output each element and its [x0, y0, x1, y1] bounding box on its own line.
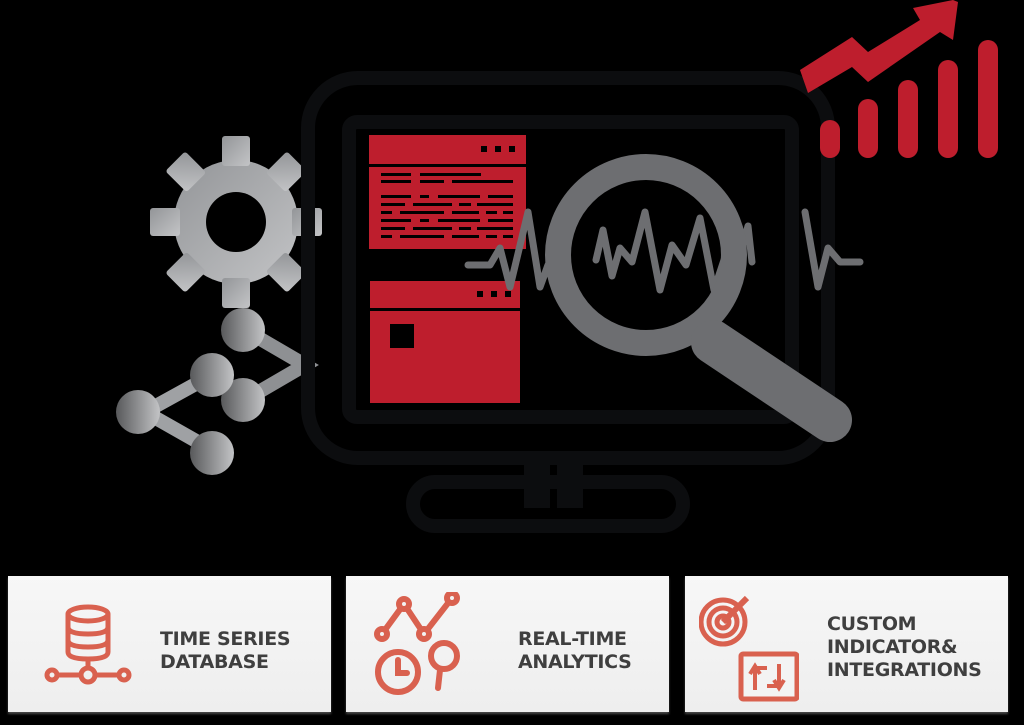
code-window: [369, 135, 526, 249]
share-network-icon: [116, 308, 319, 475]
feature-card-time-series-database[interactable]: TIME SERIES DATABASE: [8, 576, 331, 712]
analytics-clock-search-icon: [374, 592, 460, 695]
feature-card-custom-indicator-integrations[interactable]: CUSTOM INDICATOR& INTEGRATIONS: [685, 576, 1008, 712]
target-sync-icon: [699, 595, 799, 702]
growth-chart-arrow-icon: [800, 0, 998, 158]
monitor-icon: [301, 71, 835, 533]
feature-label: REAL-TIME ANALYTICS: [518, 628, 632, 673]
magnifier-icon: [545, 154, 852, 442]
waveform-signal: [464, 208, 864, 294]
panel-window: [370, 281, 520, 403]
gear-icon: [150, 136, 322, 308]
database-network-icon: [44, 604, 132, 685]
feature-label: TIME SERIES DATABASE: [160, 628, 291, 673]
hero-illustration: [116, 0, 998, 533]
feature-card-real-time-analytics[interactable]: REAL-TIME ANALYTICS: [346, 576, 669, 712]
feature-label: CUSTOM INDICATOR& INTEGRATIONS: [827, 613, 982, 681]
